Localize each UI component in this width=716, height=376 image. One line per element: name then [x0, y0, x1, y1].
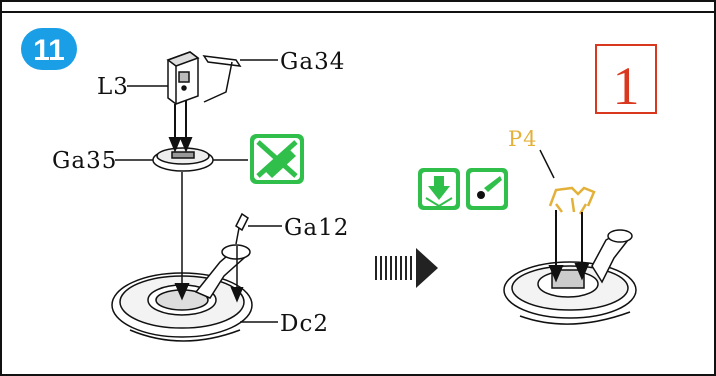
leader-p4 — [539, 149, 555, 179]
assembly-arrows-left — [168, 100, 244, 303]
label-ga34: Ga34 — [280, 49, 345, 75]
assembly-arrows-right — [548, 210, 590, 283]
step-badge: 11 — [21, 28, 77, 70]
assembled-base-drawing — [503, 229, 637, 325]
step-number: 11 — [33, 34, 65, 67]
part-ga35-drawing — [152, 147, 214, 172]
part-ga12-drawing — [235, 212, 249, 245]
part-dc2-drawing — [111, 244, 253, 342]
label-ga35: Ga35 — [52, 148, 117, 174]
label-dc2: Dc2 — [280, 311, 329, 337]
part-p4-drawing — [548, 186, 596, 215]
striped-arrow-icon — [375, 248, 438, 288]
leader-lines — [115, 59, 282, 323]
sub-step-number: 1 — [613, 56, 640, 116]
push-down-icon — [418, 168, 460, 210]
part-ga34-drawing — [202, 55, 242, 103]
label-ga12: Ga12 — [284, 215, 349, 241]
grease-applicator-icon — [466, 168, 508, 210]
part-l3-drawing — [166, 51, 200, 105]
sub-step-box: 1 — [595, 44, 657, 116]
no-grease-icon — [250, 134, 304, 184]
label-p4: P4 — [508, 127, 538, 151]
label-l3: L3 — [97, 74, 129, 100]
